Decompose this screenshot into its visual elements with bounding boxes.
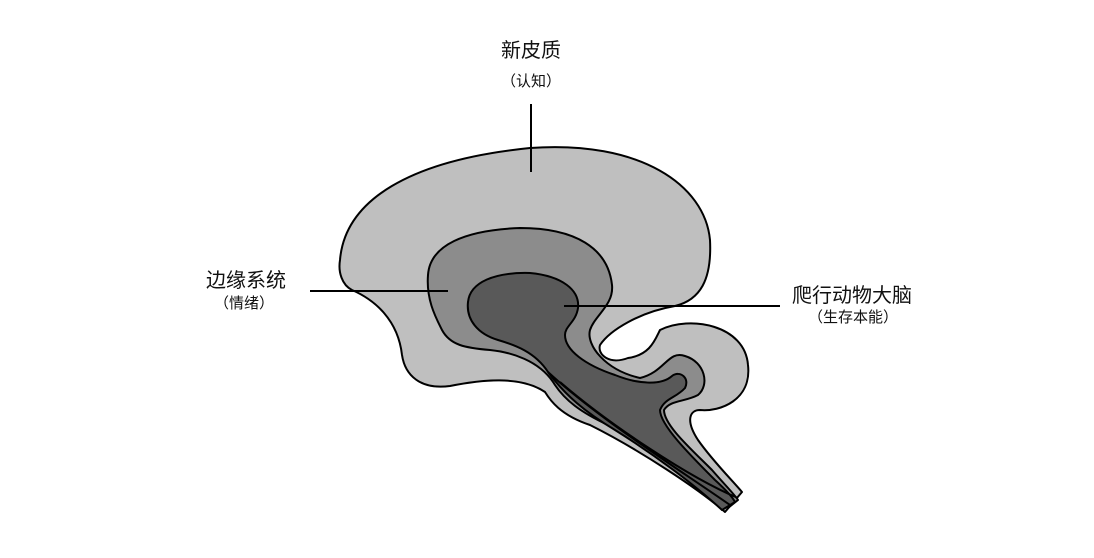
reptilian-subtitle: （生存本能）	[808, 308, 899, 326]
limbic-subtitle: （情绪）	[214, 294, 275, 312]
reptilian-region	[466, 271, 736, 511]
reptilian-title: 爬行动物大脑	[792, 283, 912, 307]
neocortex-title: 新皮质	[501, 38, 561, 62]
brainstem-line	[559, 381, 739, 499]
neocortex-subtitle: （认知）	[500, 72, 562, 90]
limbic-title: 边缘系统	[206, 268, 286, 292]
